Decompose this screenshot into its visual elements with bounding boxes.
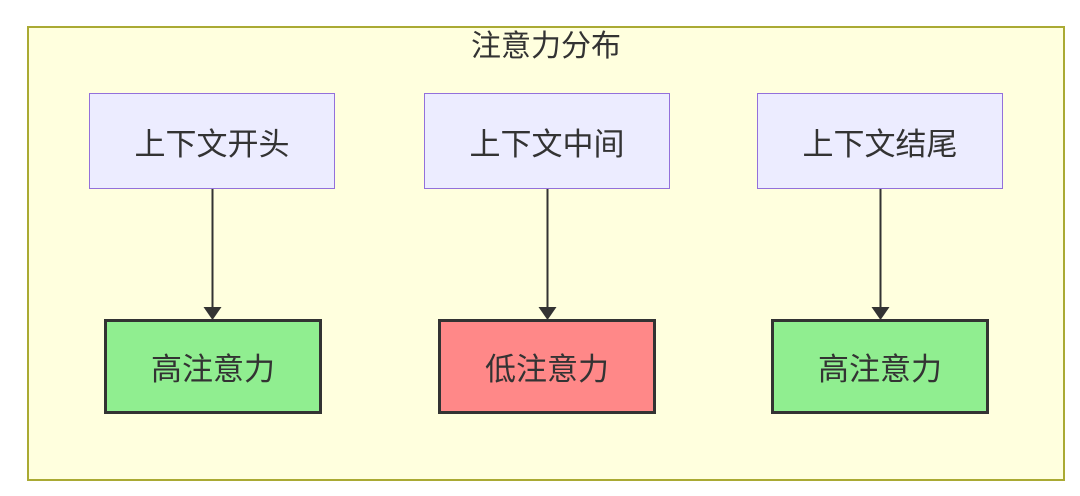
node-attention-high-start-label: 高注意力 <box>151 352 275 387</box>
diagram-title: 注意力分布 <box>471 30 621 63</box>
node-context-middle: 上下文中间 <box>424 93 670 189</box>
node-context-end-label: 上下文结尾 <box>802 126 958 162</box>
node-context-start: 上下文开头 <box>89 93 335 189</box>
node-attention-low-middle-label: 低注意力 <box>485 352 609 387</box>
node-attention-low-middle: 低注意力 <box>438 319 656 414</box>
node-attention-high-end: 高注意力 <box>771 319 989 414</box>
node-attention-high-end-label: 高注意力 <box>818 352 942 387</box>
node-context-start-label: 上下文开头 <box>134 126 290 162</box>
node-attention-high-start: 高注意力 <box>104 319 322 414</box>
node-context-end: 上下文结尾 <box>757 93 1003 189</box>
node-context-middle-label: 上下文中间 <box>469 126 625 162</box>
